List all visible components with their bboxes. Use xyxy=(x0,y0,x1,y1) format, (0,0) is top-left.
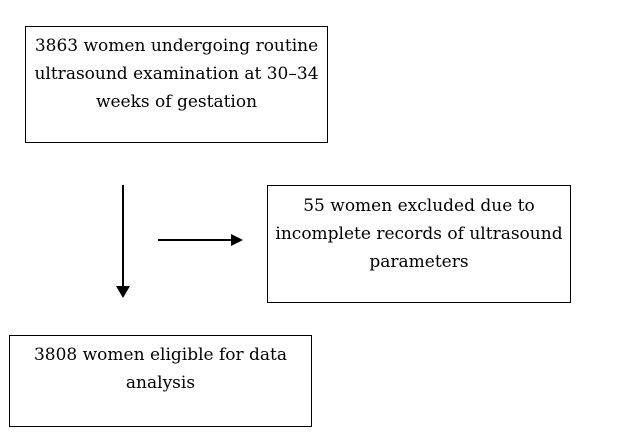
node-excluded-text: 55 women excluded due to incomplete reco… xyxy=(275,196,563,272)
node-eligible: 3808 women eligible for data analysis xyxy=(9,335,312,427)
node-cohort-text: 3863 women undergoing routine ultrasound… xyxy=(34,36,319,112)
node-cohort: 3863 women undergoing routine ultrasound… xyxy=(25,26,328,143)
node-excluded: 55 women excluded due to incomplete reco… xyxy=(267,185,571,303)
arrow-right-line xyxy=(158,239,232,241)
arrow-down-head-icon xyxy=(116,286,130,298)
arrow-right-head-icon xyxy=(231,234,243,246)
node-eligible-text: 3808 women eligible for data analysis xyxy=(33,345,288,393)
arrow-down-line xyxy=(122,185,124,286)
